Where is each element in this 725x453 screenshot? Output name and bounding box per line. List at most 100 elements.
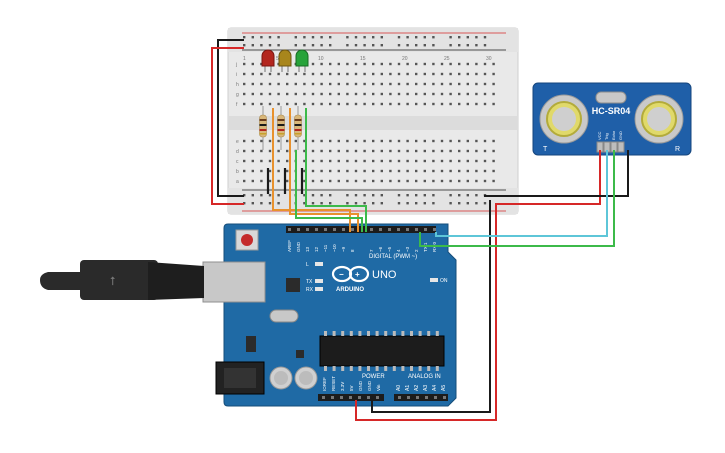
hole [483, 44, 487, 47]
hole [251, 36, 254, 39]
hole [311, 82, 315, 86]
hole [397, 36, 401, 39]
hole [363, 159, 366, 163]
digital-pin-label: 4 [396, 249, 401, 252]
arduino-uno-board[interactable]: AREF GND 13 12 ~11 ~10 ~9 8 7 ~6 ~5 4 ~3… [202, 223, 457, 407]
hole [277, 72, 280, 76]
hole [466, 202, 469, 205]
hole [440, 179, 444, 183]
hole [315, 228, 318, 231]
hole [466, 72, 469, 76]
analog-pin-label: A3 [423, 385, 429, 391]
hole [492, 92, 495, 96]
arduino-logo: − + [331, 265, 370, 283]
hole [320, 102, 323, 106]
svg-text:+: + [355, 270, 360, 279]
hole [363, 169, 366, 173]
wire-orange[interactable] [289, 108, 359, 232]
hole [492, 169, 495, 173]
hole [389, 179, 392, 183]
hole [286, 149, 289, 153]
hole [458, 62, 461, 66]
green-led[interactable] [295, 49, 309, 72]
hole [406, 139, 409, 143]
hole [392, 366, 396, 371]
hole [475, 169, 478, 173]
hole [372, 102, 375, 106]
hole [397, 169, 401, 173]
hole [363, 36, 366, 39]
pin-label-vcc: VCC [597, 131, 602, 140]
hole [458, 36, 461, 39]
hole [483, 62, 487, 66]
hole [389, 139, 392, 143]
hole [268, 169, 272, 173]
resistor-3[interactable] [294, 106, 302, 150]
wire-black[interactable] [217, 39, 244, 197]
digital-pin-label: ~11 [323, 244, 328, 252]
hole [475, 92, 478, 96]
hole [294, 102, 297, 106]
red-led[interactable] [261, 49, 275, 72]
hole [329, 149, 332, 153]
hole [306, 228, 309, 231]
ultrasonic-sensor[interactable]: HC-SR04 T R VCC Trig Echo GND [532, 82, 692, 156]
reset-button[interactable] [241, 234, 253, 246]
hole [483, 202, 487, 205]
hole [458, 159, 461, 163]
hole [320, 179, 323, 183]
hole [320, 149, 323, 153]
hole [277, 194, 280, 197]
hole [380, 149, 383, 153]
wire-black-ground-return[interactable] [371, 200, 491, 413]
hole [384, 366, 388, 371]
hole [458, 102, 461, 106]
hole [346, 202, 349, 205]
led-label-l: L [306, 262, 309, 268]
chip-pins [324, 331, 439, 371]
wire-red[interactable] [211, 47, 244, 205]
hole [440, 82, 444, 86]
hole [449, 62, 452, 66]
hole [277, 92, 280, 96]
wire-cyan-trig[interactable] [435, 150, 608, 237]
hole [466, 159, 469, 163]
hole [311, 159, 315, 163]
wire-green[interactable] [295, 150, 363, 232]
hole [260, 92, 263, 96]
hole [346, 72, 349, 76]
wire-green-echo[interactable] [419, 150, 615, 247]
hole [483, 72, 487, 76]
hole [367, 396, 370, 399]
hole [380, 62, 383, 66]
hole [294, 139, 297, 143]
hole [372, 82, 375, 86]
hole [449, 139, 452, 143]
usb-cable[interactable]: ⭡ [40, 260, 204, 300]
digital-pin-label: GND [296, 241, 301, 252]
hole [406, 92, 409, 96]
hole [346, 36, 349, 39]
wire-black-gnd[interactable] [484, 150, 629, 197]
bottom-header-holes [322, 396, 446, 399]
hole [492, 72, 495, 76]
hole [466, 102, 469, 106]
hole [380, 194, 383, 197]
hole [332, 366, 336, 371]
hole [341, 366, 345, 371]
pin-label-trig: Trig [604, 133, 609, 140]
hole [440, 62, 444, 66]
hole [363, 102, 366, 106]
resistor-1[interactable] [259, 106, 267, 150]
wire-orange[interactable] [272, 108, 351, 232]
hole [475, 82, 478, 86]
resistor-2[interactable] [277, 106, 285, 150]
hole [397, 202, 401, 205]
wire-green[interactable] [305, 108, 367, 232]
hole [423, 139, 426, 143]
yellow-led[interactable] [278, 49, 292, 72]
breadboard-holes [243, 36, 495, 205]
power-pin-label: GND [358, 380, 363, 391]
hole [277, 44, 280, 47]
hole [458, 82, 461, 86]
